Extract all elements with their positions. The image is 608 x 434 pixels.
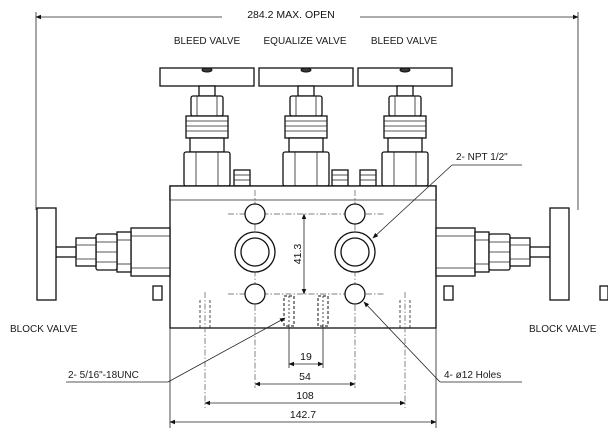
npt-port-right: [334, 231, 376, 273]
dim-41-3: 41.3: [292, 213, 307, 295]
block-valve-left: [36, 207, 171, 301]
callout-holes: 4- ø12 Holes: [363, 301, 522, 383]
top-valve-center: [258, 67, 354, 187]
bleed-valve-left-label: BLEED VALVE: [174, 36, 241, 47]
dim-19-label: 19: [300, 351, 312, 363]
dim-108-label: 108: [296, 390, 314, 402]
mounting-holes: [244, 203, 366, 305]
dim-108: 108: [204, 390, 406, 406]
block-valve-left-label: BLOCK VALVE: [10, 324, 78, 335]
block-valve-right: [435, 207, 608, 301]
dim-142-7-label: 142.7: [290, 409, 316, 421]
block-valve-right-label: BLOCK VALVE: [529, 324, 597, 335]
bleed-valve-right-label: BLEED VALVE: [371, 36, 438, 47]
dim-54: 54: [254, 371, 356, 387]
top-valve-right: [357, 67, 453, 187]
holes-label: 4- ø12 Holes: [444, 370, 501, 381]
vent-plugs: [233, 169, 377, 187]
dim-41-3-label: 41.3: [292, 244, 304, 265]
top-valve-left: [159, 67, 255, 187]
npt-port-left: [234, 231, 276, 273]
overall-width-label: 284.2 MAX. OPEN: [247, 9, 335, 21]
npt-label: 2- NPT 1/2": [456, 152, 508, 163]
dim-19: 19: [288, 326, 324, 368]
overall-dimension: 284.2 MAX. OPEN: [35, 8, 579, 210]
unc-label: 2- 5/16"-18UNC: [68, 370, 139, 381]
callout-unc: 2- 5/16"-18UNC: [66, 317, 286, 383]
equalize-valve-label: EQUALIZE VALVE: [264, 36, 347, 47]
dim-54-label: 54: [299, 371, 311, 383]
callout-npt: 2- NPT 1/2": [372, 152, 522, 239]
